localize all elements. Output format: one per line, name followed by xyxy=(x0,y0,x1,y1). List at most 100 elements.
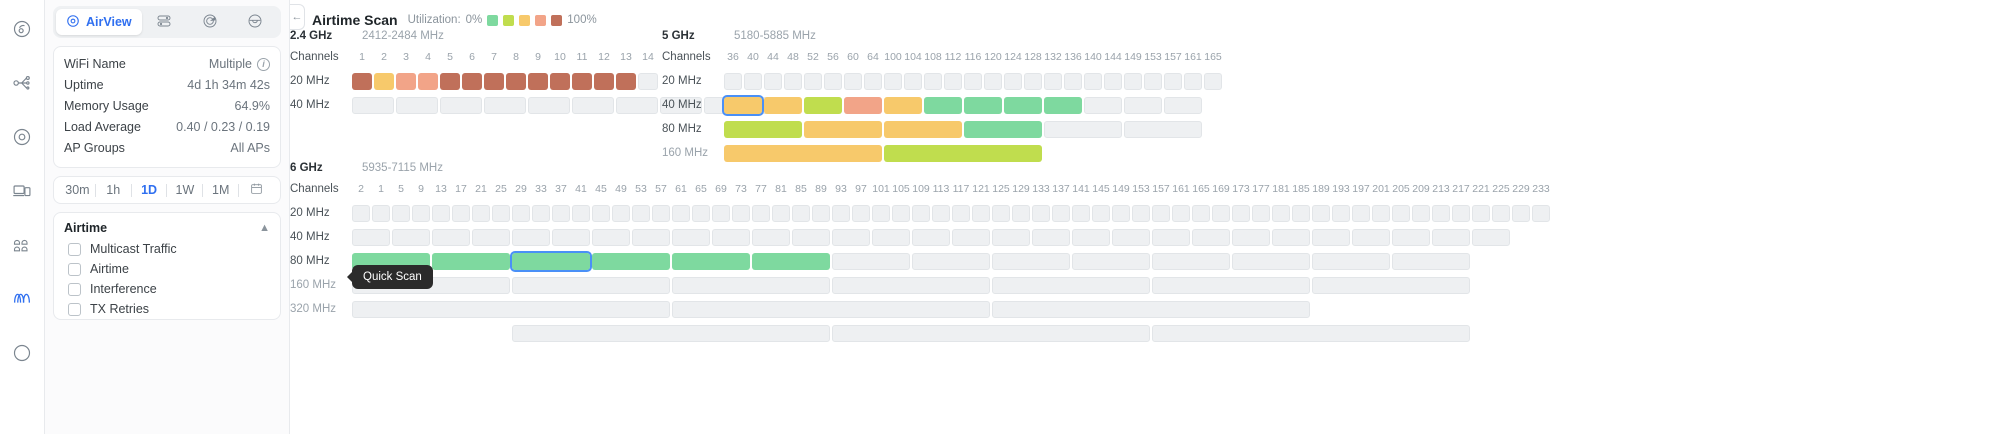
channel-cell[interactable] xyxy=(792,204,810,222)
channel-cell[interactable] xyxy=(432,204,450,222)
channel-cell[interactable] xyxy=(832,228,870,246)
channel-cell[interactable] xyxy=(1084,72,1102,90)
channel-cell[interactable] xyxy=(632,204,650,222)
channel-cell[interactable] xyxy=(1432,228,1470,246)
channel-cell[interactable] xyxy=(764,72,782,90)
channel-cell[interactable] xyxy=(752,228,790,246)
channel-cell[interactable] xyxy=(1064,72,1082,90)
channel-cell[interactable] xyxy=(1452,204,1470,222)
channel-cell[interactable] xyxy=(1332,204,1350,222)
dashboard-icon[interactable] xyxy=(5,12,39,46)
channel-cell[interactable] xyxy=(396,72,416,90)
channel-cell[interactable] xyxy=(612,204,630,222)
channel-cell[interactable] xyxy=(638,72,658,90)
channel-cell[interactable] xyxy=(528,96,570,114)
channel-cell[interactable] xyxy=(672,204,690,222)
channel-cell[interactable] xyxy=(872,228,910,246)
channel-cell[interactable] xyxy=(452,204,470,222)
channel-cell[interactable] xyxy=(1232,252,1310,270)
channel-cell[interactable] xyxy=(352,228,390,246)
channel-cell[interactable] xyxy=(1272,228,1310,246)
channel-cell[interactable] xyxy=(1532,204,1550,222)
channel-cell[interactable] xyxy=(1352,204,1370,222)
channel-cell[interactable] xyxy=(412,204,430,222)
channel-cell[interactable] xyxy=(592,228,630,246)
time-range-1w[interactable]: 1W xyxy=(175,183,195,197)
channel-cell[interactable] xyxy=(972,204,990,222)
channel-cell[interactable] xyxy=(352,204,370,222)
channel-cell[interactable] xyxy=(1072,204,1090,222)
channel-cell[interactable] xyxy=(392,204,410,222)
channel-cell[interactable] xyxy=(1312,228,1350,246)
channel-cell[interactable] xyxy=(1192,228,1230,246)
channel-cell[interactable] xyxy=(912,204,930,222)
channel-cell[interactable] xyxy=(432,252,510,270)
filter-multicast-traffic[interactable]: Multicast Traffic xyxy=(54,239,280,259)
channel-cell[interactable] xyxy=(1112,204,1130,222)
channel-cell[interactable] xyxy=(712,228,750,246)
channel-cell[interactable] xyxy=(1072,252,1150,270)
channel-cell[interactable] xyxy=(932,204,950,222)
channel-cell[interactable] xyxy=(732,204,750,222)
channel-cell[interactable] xyxy=(912,252,990,270)
channel-cell[interactable] xyxy=(752,252,830,270)
channel-cell[interactable] xyxy=(1152,228,1190,246)
channel-cell[interactable] xyxy=(1124,72,1142,90)
channel-cell[interactable] xyxy=(352,300,670,318)
channel-cell[interactable] xyxy=(1392,228,1430,246)
channel-cell[interactable] xyxy=(1112,228,1150,246)
channel-cell[interactable] xyxy=(912,228,950,246)
channel-cell[interactable] xyxy=(484,72,504,90)
channel-cell[interactable] xyxy=(1272,204,1290,222)
channel-cell[interactable] xyxy=(1172,204,1190,222)
channel-cell[interactable] xyxy=(512,324,830,342)
channel-cell[interactable] xyxy=(660,96,702,114)
channel-cell[interactable] xyxy=(462,72,482,90)
channel-cell[interactable] xyxy=(1132,204,1150,222)
channel-cell[interactable] xyxy=(1144,72,1162,90)
channel-cell[interactable] xyxy=(1024,72,1042,90)
channel-cell[interactable] xyxy=(832,324,1150,342)
channel-cell[interactable] xyxy=(1212,204,1230,222)
channel-cell[interactable] xyxy=(884,120,962,138)
channel-cell[interactable] xyxy=(1312,252,1390,270)
channel-cell[interactable] xyxy=(952,204,970,222)
channel-cell[interactable] xyxy=(744,72,762,90)
collapse-left-icon[interactable]: ← xyxy=(290,4,305,30)
channel-cell[interactable] xyxy=(616,72,636,90)
channel-cell[interactable] xyxy=(1164,72,1182,90)
tab-airview[interactable]: AirView xyxy=(56,9,142,35)
channel-cell[interactable] xyxy=(1312,204,1330,222)
channel-cell[interactable] xyxy=(512,228,550,246)
channel-cell[interactable] xyxy=(1104,72,1122,90)
channel-cell[interactable] xyxy=(964,96,1002,114)
channel-cell[interactable] xyxy=(552,228,590,246)
devices-icon[interactable] xyxy=(5,120,39,154)
chevron-up-icon[interactable]: ▲ xyxy=(259,222,270,234)
channel-cell[interactable] xyxy=(594,72,614,90)
channel-cell[interactable] xyxy=(812,204,830,222)
channel-cell[interactable] xyxy=(784,72,802,90)
channel-cell[interactable] xyxy=(804,120,882,138)
channel-cell[interactable] xyxy=(752,204,770,222)
channel-cell[interactable] xyxy=(992,228,1030,246)
channel-cell[interactable] xyxy=(1152,324,1470,342)
channel-cell[interactable] xyxy=(1412,204,1430,222)
channel-cell[interactable] xyxy=(440,96,482,114)
channel-cell[interactable] xyxy=(484,96,526,114)
channel-cell[interactable] xyxy=(432,228,470,246)
channel-cell[interactable] xyxy=(904,72,922,90)
channel-cell[interactable] xyxy=(892,204,910,222)
channel-cell[interactable] xyxy=(712,204,730,222)
channel-cell[interactable] xyxy=(992,252,1070,270)
channel-cell[interactable] xyxy=(1044,72,1062,90)
channel-cell[interactable] xyxy=(992,204,1010,222)
channel-cell[interactable] xyxy=(352,96,394,114)
channel-cell[interactable] xyxy=(1004,72,1022,90)
airview-icon[interactable] xyxy=(5,282,39,316)
time-range-1h[interactable]: 1h xyxy=(106,183,121,197)
channel-cell[interactable] xyxy=(1032,204,1050,222)
channel-cell[interactable] xyxy=(1392,204,1410,222)
channel-cell[interactable] xyxy=(1512,204,1530,222)
channel-cell[interactable] xyxy=(724,72,742,90)
